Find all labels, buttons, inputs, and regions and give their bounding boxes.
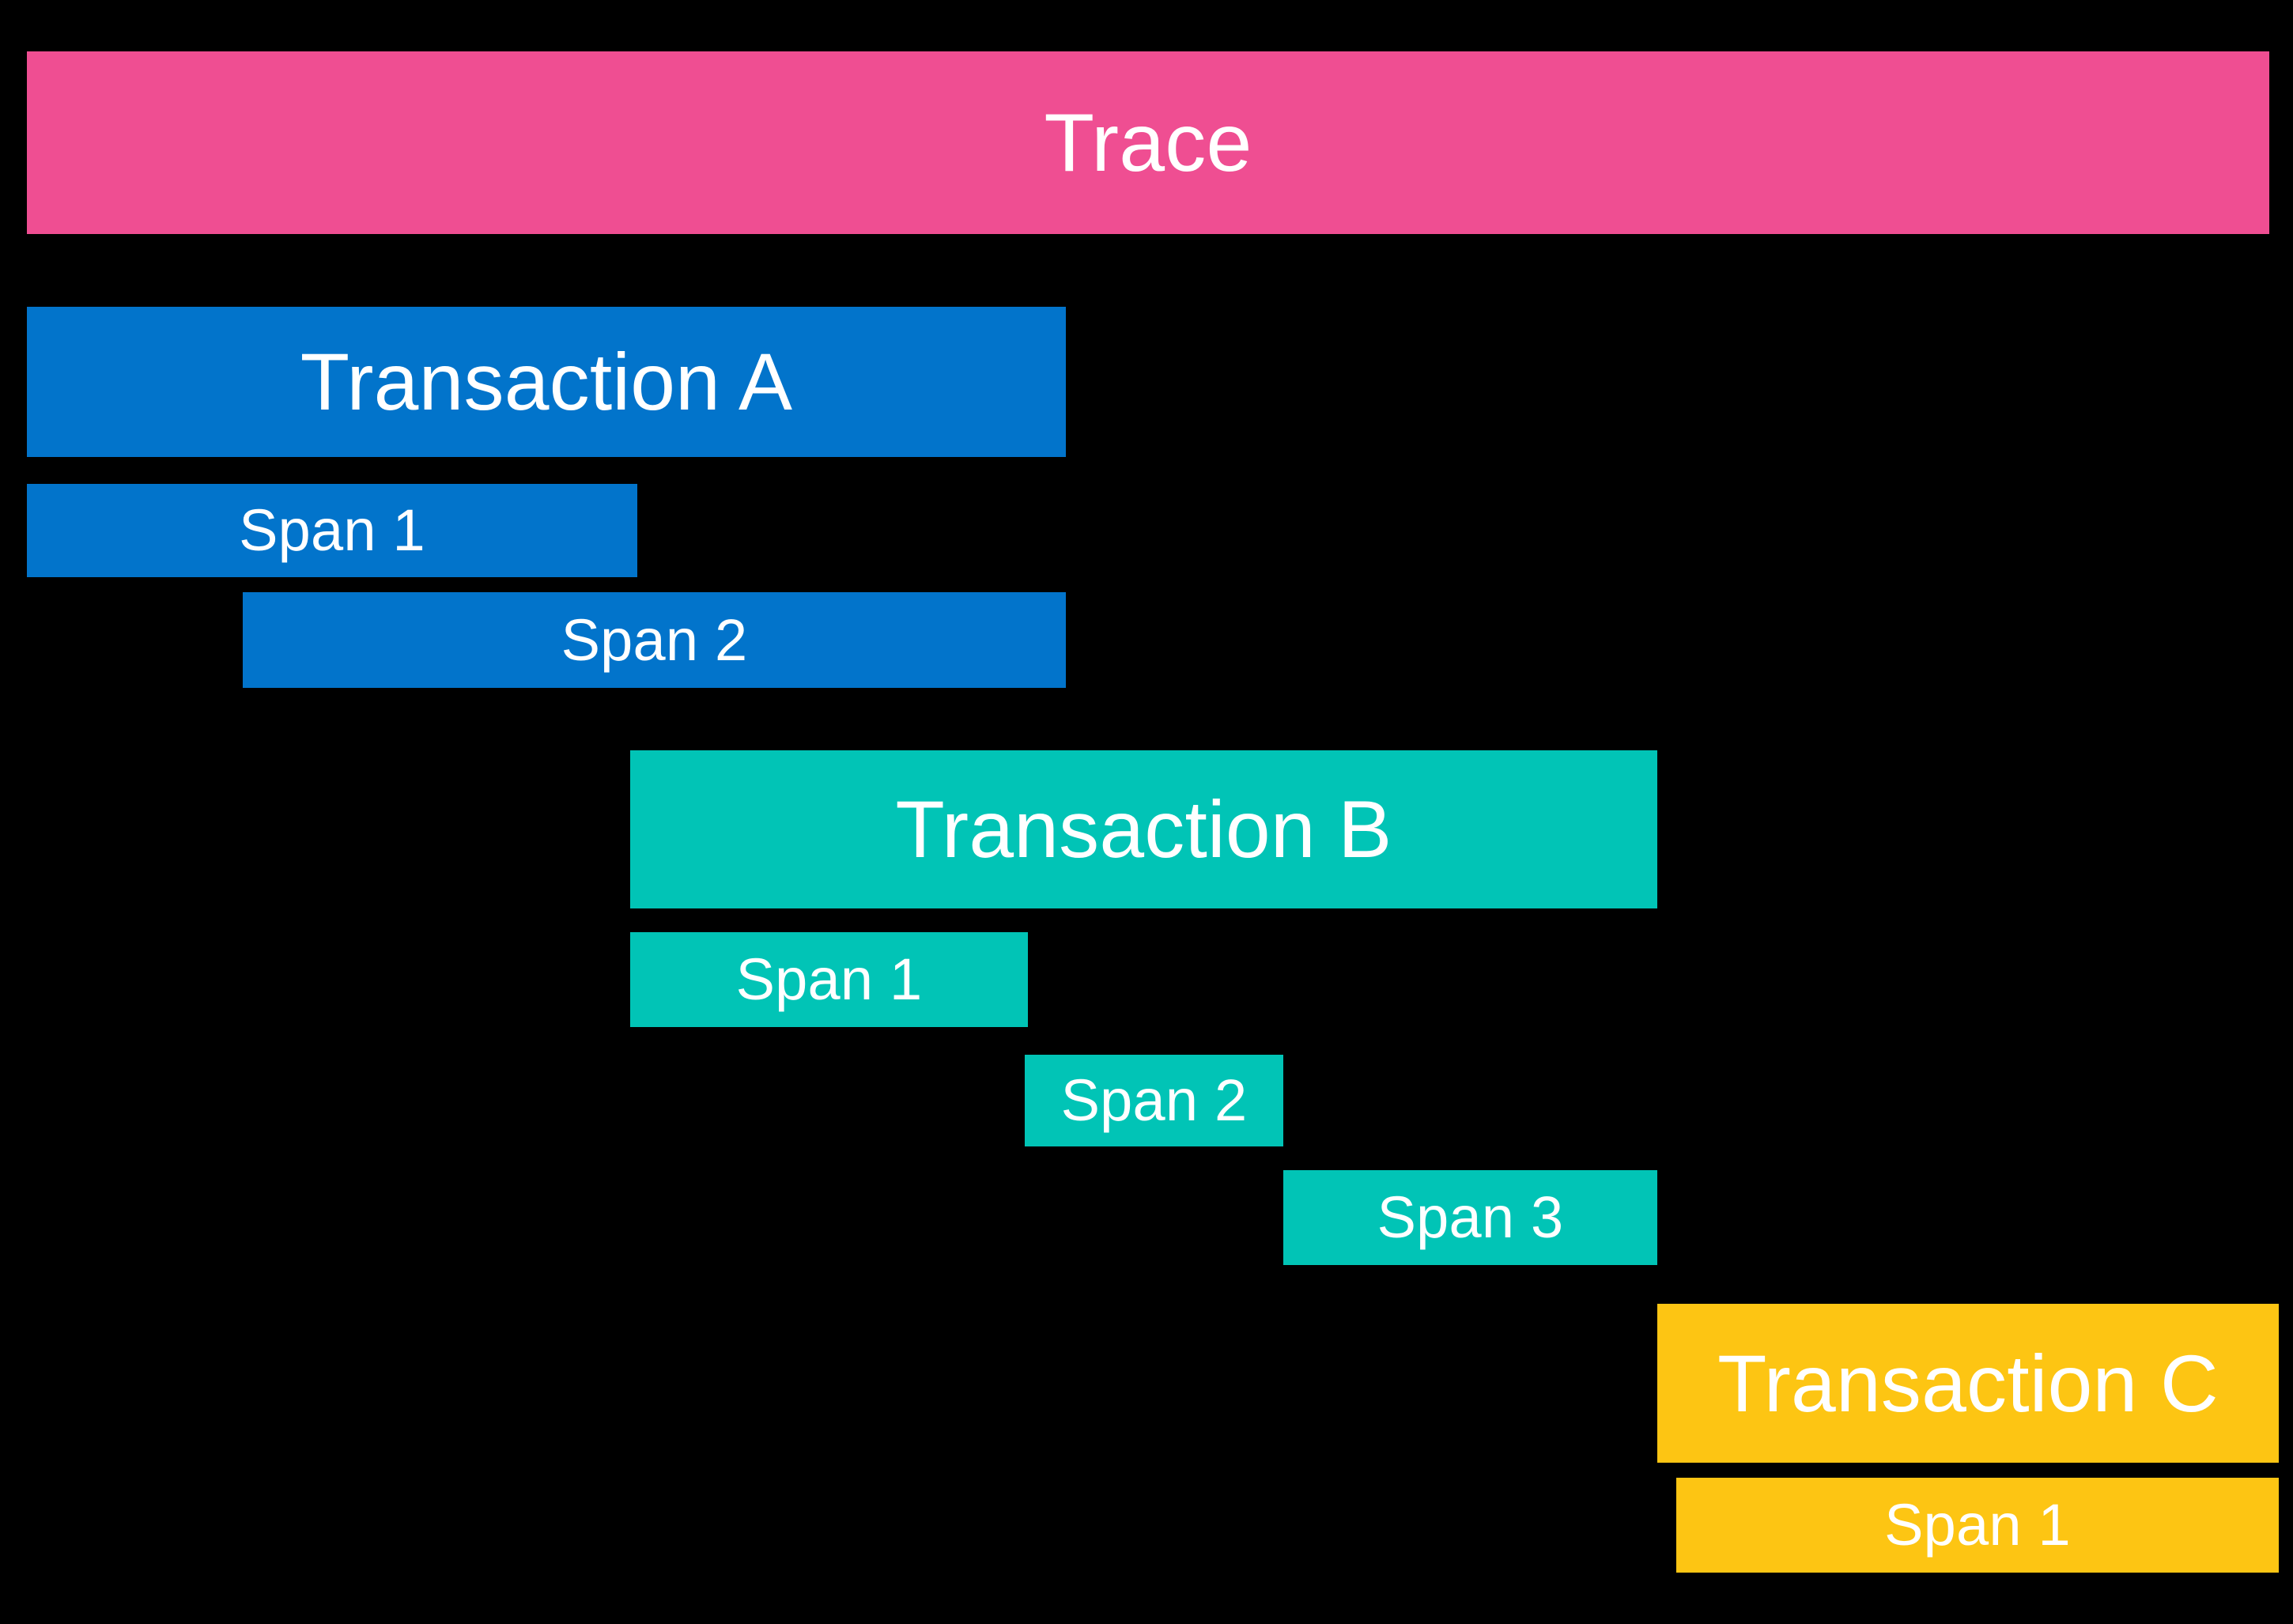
- span-label-c-1: Span 1: [1884, 1492, 2071, 1558]
- span-bar-b-2[interactable]: Span 2: [1025, 1055, 1283, 1146]
- span-label-b-1: Span 1: [735, 946, 923, 1012]
- trace-label: Trace: [1044, 96, 1252, 189]
- transaction-label-b: Transaction B: [895, 784, 1392, 874]
- transaction-bar-c[interactable]: Transaction C: [1657, 1304, 2279, 1463]
- span-bar-b-1[interactable]: Span 1: [630, 932, 1028, 1027]
- span-label-a-2: Span 2: [561, 606, 748, 673]
- transaction-bar-a[interactable]: Transaction A: [27, 307, 1066, 457]
- transaction-bar-b[interactable]: Transaction B: [630, 750, 1657, 908]
- span-label-a-1: Span 1: [239, 497, 425, 563]
- span-bar-b-3[interactable]: Span 3: [1283, 1170, 1657, 1265]
- transaction-label-a: Transaction A: [300, 337, 793, 427]
- span-bar-c-1[interactable]: Span 1: [1676, 1478, 2279, 1573]
- transaction-label-c: Transaction C: [1717, 1338, 2219, 1429]
- trace-bar[interactable]: Trace: [27, 51, 2269, 234]
- span-label-b-3: Span 3: [1377, 1184, 1564, 1250]
- span-label-b-2: Span 2: [1060, 1067, 1248, 1133]
- span-bar-a-1[interactable]: Span 1: [27, 484, 637, 577]
- span-bar-a-2[interactable]: Span 2: [243, 592, 1066, 688]
